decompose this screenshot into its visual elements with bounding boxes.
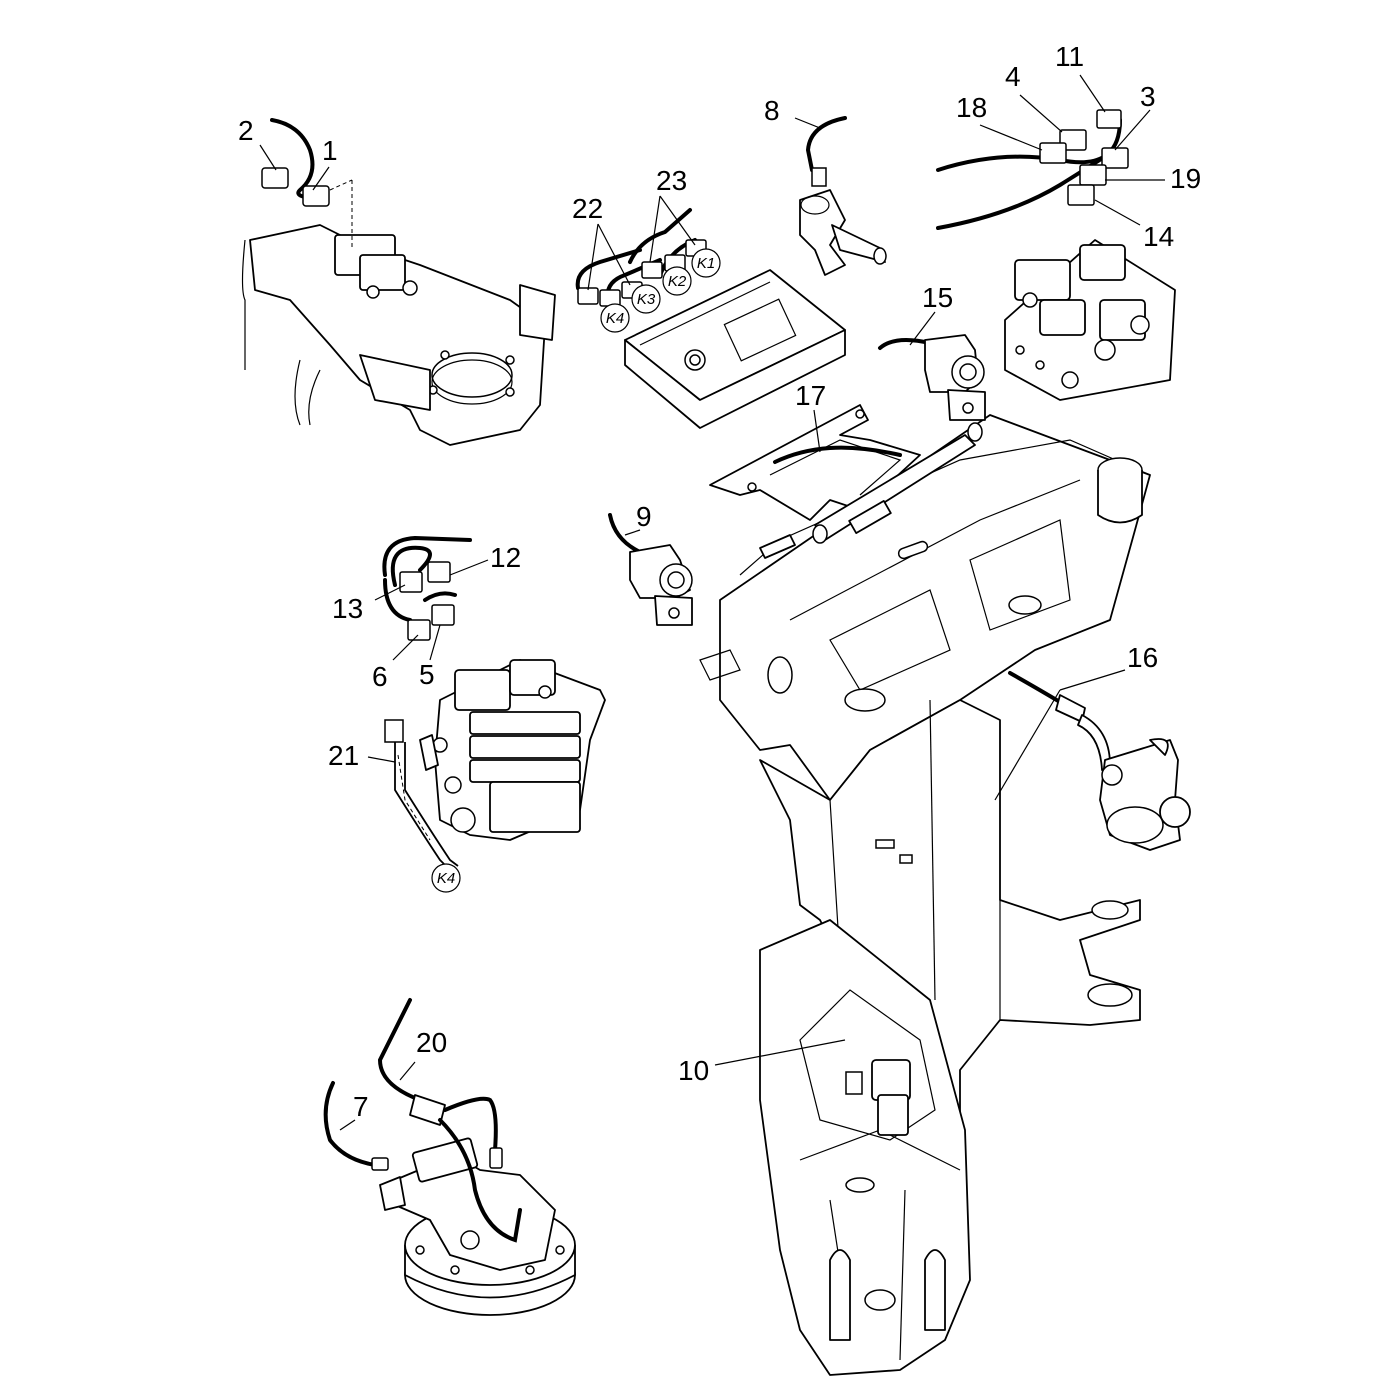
callout-5: 5	[419, 659, 435, 690]
sensor-15	[878, 334, 986, 421]
connector-tag-k1: K1	[691, 248, 721, 278]
connector-tag-k4-controller: K4	[600, 303, 630, 333]
main-column-frame	[699, 414, 1151, 1376]
svg-text:K4: K4	[606, 310, 624, 327]
callout-4: 4	[1005, 61, 1021, 92]
coil-connectors-5-6-12-13	[382, 535, 472, 641]
sensor-8	[799, 116, 887, 276]
leader-lines	[259, 74, 1165, 1131]
svg-text:K2: K2	[668, 273, 687, 290]
connector-tag-k4-valve: K4	[431, 863, 461, 893]
cable-17	[773, 445, 902, 464]
callout-2: 2	[238, 115, 254, 146]
callout-22: 22	[572, 193, 603, 224]
valve-block-right	[1004, 239, 1176, 401]
hydraulic-valve-bank	[419, 659, 606, 841]
callout-11: 11	[1055, 41, 1084, 72]
connector-tag-k2: K2	[662, 266, 692, 296]
plug-7	[371, 1157, 389, 1171]
callout-8: 8	[764, 95, 780, 126]
callout-14: 14	[1143, 221, 1174, 252]
cable-7	[323, 1081, 377, 1167]
rotation-sensor-16	[1008, 671, 1191, 851]
harness-valve-connectors	[936, 109, 1129, 230]
cable-20	[377, 998, 522, 1243]
callout-16: 16	[1127, 642, 1158, 673]
controller-unit	[624, 269, 846, 429]
callout-labels: 1 2 3 4 5 6 7 8 9 10 11 12 13 14 15 16 1…	[238, 41, 1201, 1122]
callout-20: 20	[416, 1027, 447, 1058]
callout-9: 9	[636, 501, 652, 532]
connector-tag-k3: K3	[631, 284, 661, 314]
callout-3: 3	[1140, 81, 1156, 112]
callout-13: 13	[332, 593, 363, 624]
callout-1: 1	[322, 135, 338, 166]
svg-text:K3: K3	[637, 291, 656, 308]
callout-12: 12	[490, 542, 521, 573]
top-bracket-plate	[709, 404, 983, 559]
callout-23: 23	[656, 165, 687, 196]
callout-18: 18	[956, 92, 987, 123]
callout-15: 15	[922, 282, 953, 313]
callout-6: 6	[372, 661, 388, 692]
connector-pair-1-2	[261, 118, 353, 207]
cable-21	[384, 719, 459, 871]
svg-text:K1: K1	[697, 255, 715, 272]
callout-21: 21	[328, 740, 359, 771]
callout-10: 10	[678, 1055, 709, 1086]
svg-text:K4: K4	[437, 870, 455, 887]
callout-7: 7	[353, 1091, 369, 1122]
callout-17: 17	[795, 380, 826, 411]
callout-19: 19	[1170, 163, 1201, 194]
boom-head-assembly	[241, 180, 556, 446]
slew-unit-7-20	[379, 1137, 576, 1316]
sensor-9	[608, 513, 693, 626]
